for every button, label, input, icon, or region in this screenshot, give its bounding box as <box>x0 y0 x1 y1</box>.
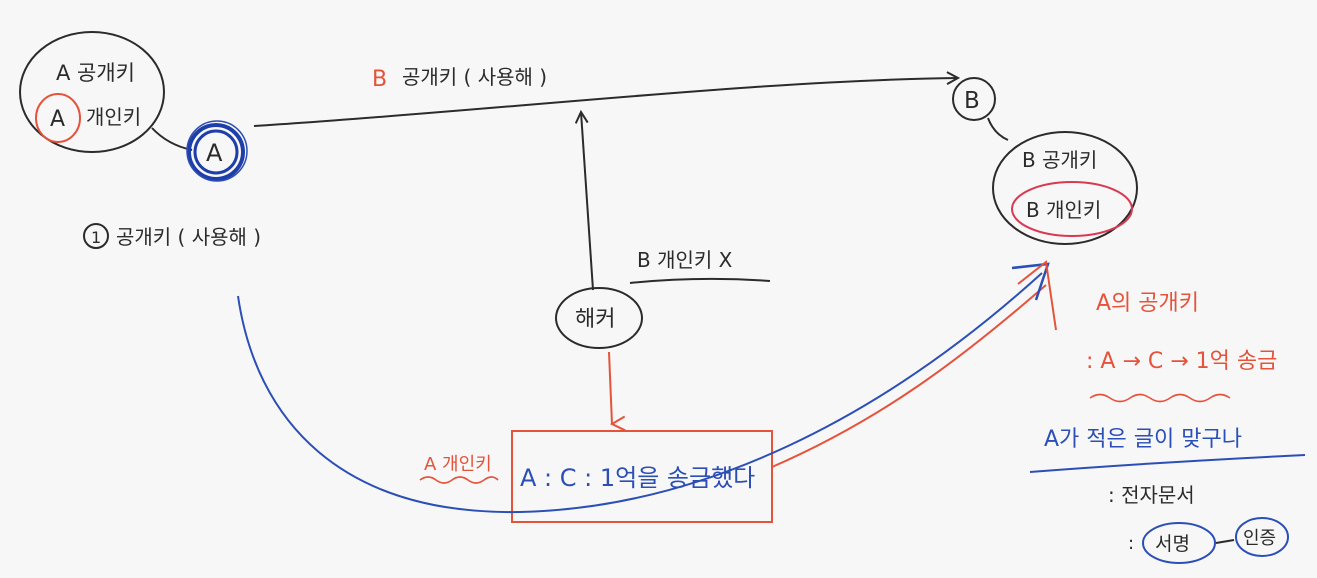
message-box <box>511 430 773 523</box>
a-private-key-label: 개인키 <box>86 105 141 129</box>
a-to-b-arrow <box>253 78 958 127</box>
note-bracket-mark: : <box>1128 533 1134 554</box>
arrow-top-label-text: 공개키 ( 사용해 ) <box>402 65 547 89</box>
b-bubble-connector <box>987 117 1009 141</box>
side-label-squiggle <box>419 476 499 484</box>
node-b-group: B B 공개키 B 개인키 <box>952 77 1138 245</box>
b-private-key-highlight <box>1011 181 1133 237</box>
hacker-group: 해커 B 개인키 X <box>555 112 771 424</box>
a-bubble-connector <box>151 127 193 151</box>
node-b-label: B <box>964 88 980 114</box>
note-only-a: A가 적은 글이 맞구나 <box>1044 427 1242 452</box>
b-keys-bubble <box>992 131 1138 245</box>
signature-bubble <box>1142 522 1216 564</box>
node-a-group: A 공개키 A 개인키 A <box>19 31 248 182</box>
node-b-circle <box>952 77 996 121</box>
hacker-to-arrow-line <box>581 112 594 291</box>
hacker-note: B 개인키 X <box>637 248 733 272</box>
b-private-key-label: B 개인키 <box>1026 198 1101 222</box>
arrow-top-label-prefix: B <box>372 67 387 92</box>
note-signature: 서명 <box>1155 533 1190 555</box>
b-arrowhead-blue <box>1011 262 1050 301</box>
a-private-key-marker-circle <box>35 93 81 143</box>
step-one-number-circle <box>83 223 109 249</box>
message-side-label: A 개인키 <box>424 454 492 475</box>
note-a-public-key: A의 공개키 <box>1096 291 1199 316</box>
note-underline <box>1029 454 1306 473</box>
b-public-key-label: B 공개키 <box>1022 148 1097 172</box>
hacker-to-box-arrow <box>608 351 612 424</box>
step-one-caption: 1 공개키 ( 사용해 ) <box>83 223 261 249</box>
node-a-label: A <box>206 139 223 167</box>
auth-bubble <box>1235 517 1289 557</box>
blue-delivery-curve <box>237 272 1043 514</box>
signature-to-auth-line <box>1215 539 1235 544</box>
step-one-text: 공개키 ( 사용해 ) <box>116 225 261 249</box>
red-delivery-curve <box>771 284 1047 468</box>
a-private-key-marker: A <box>50 107 65 132</box>
message-group: A : C : 1억을 송금했다 A 개인키 <box>419 430 773 523</box>
note-document: : 전자문서 <box>1108 483 1195 507</box>
note-transfer-squiggle <box>1089 393 1231 403</box>
right-notes: A의 공개키 : A → C → 1억 송금 A가 적은 글이 맞구나 : 전자… <box>1029 291 1306 564</box>
hacker-label: 해커 <box>575 307 615 332</box>
note-transfer: : A → C → 1억 송금 <box>1086 349 1277 374</box>
hacker-bubble <box>555 287 643 349</box>
hacker-note-line <box>629 277 771 284</box>
node-a-scribble-ring-inner <box>193 129 239 175</box>
node-a-scribble-ring-outer <box>186 120 248 182</box>
a-public-key-label: A 공개키 <box>56 61 135 85</box>
message-text: A : C : 1억을 송금했다 <box>520 464 755 492</box>
b-arrowhead-red <box>1017 260 1057 331</box>
node-a-scribble-ring <box>187 123 245 181</box>
step-one-number: 1 <box>91 228 101 247</box>
a-keys-bubble <box>19 31 165 153</box>
note-auth: 인증 <box>1243 528 1276 549</box>
